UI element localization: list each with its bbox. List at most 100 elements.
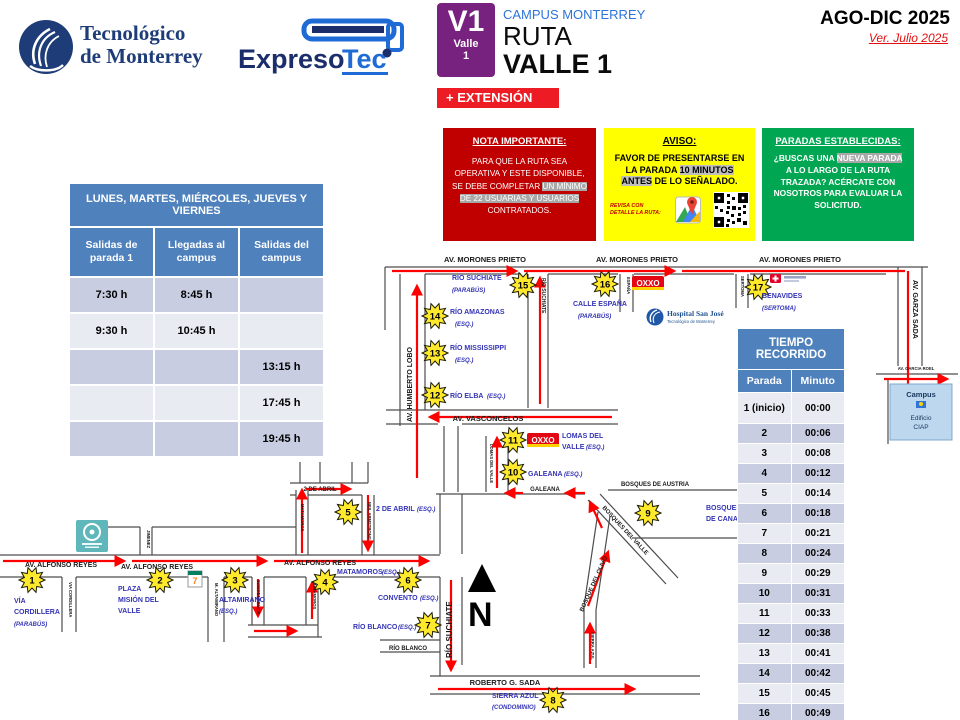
- svg-text:OXXO: OXXO: [531, 436, 554, 445]
- svg-text:(ESQ.): (ESQ.): [564, 472, 582, 478]
- stop-marker-5: 5: [345, 508, 351, 519]
- street-garcia-roel: AV. GARCIA ROEL: [898, 366, 935, 371]
- street-jimenez: JIMENEZ: [146, 530, 151, 549]
- term-label: AGO-DIC 2025: [820, 8, 950, 29]
- street-2-de-abril: 2 DE ABRIL: [303, 487, 336, 493]
- page-title-route-name: VALLE 1: [503, 49, 613, 79]
- svg-text:VALLE: VALLE: [118, 608, 141, 615]
- svg-text:(ESQ.): (ESQ.): [417, 507, 435, 513]
- svg-text:(PARABÚS): (PARABÚS): [578, 313, 611, 320]
- street-morones-prieto-1: AV. MORONES PRIETO: [444, 255, 526, 264]
- svg-text:RÍO ELBA: RÍO ELBA: [450, 391, 483, 400]
- tec-logo-line1: Tecnológico: [80, 21, 186, 45]
- street-independencia: INDEPENDENCIA: [256, 580, 261, 615]
- hospital-san-jose-logo: Hospital San José Tecnológico de Monterr…: [646, 308, 724, 326]
- qr-code-icon: [713, 192, 749, 229]
- svg-text:PLAZA: PLAZA: [118, 586, 141, 593]
- svg-text:(PARABÚS): (PARABÚS): [14, 621, 47, 628]
- schedule-table: LUNES, MARTES, MIÉRCOLES, JUEVES Y VIERN…: [68, 182, 325, 458]
- benavides-logo: [770, 274, 806, 283]
- tec-shield-icon: [19, 20, 73, 74]
- aviso-footnote: REVISA CON DETALLE LA RUTA:: [610, 203, 661, 217]
- street-rio-blanco: RÍO BLANCO: [389, 644, 427, 652]
- travel-time-table: TIEMPO RECORRIDO Parada Minuto 1 (inicio…: [737, 328, 845, 720]
- svg-text:MATAMOROS: MATAMOROS: [337, 569, 383, 576]
- stop-marker-12: 12: [430, 391, 441, 402]
- map-logos: OXXO OXXO Hospital San José Tecnológico …: [76, 274, 953, 634]
- bus-icon: [301, 18, 404, 58]
- campus-ciap-box: Campus Edificio CIAP: [889, 383, 953, 441]
- route-badge-number: 1: [462, 50, 470, 62]
- svg-text:7: 7: [192, 576, 197, 586]
- stop-marker-1: 1: [29, 576, 35, 587]
- svg-text:RÍO BLANCO: RÍO BLANCO: [353, 622, 398, 631]
- stop-marker-9: 9: [645, 509, 650, 520]
- schedule-col-1: Salidas de parada 1: [68, 226, 155, 278]
- svg-text:CIAP: CIAP: [913, 424, 928, 431]
- stop-marker-14: 14: [430, 312, 441, 323]
- svg-text:SIERRA AZUL: SIERRA AZUL: [492, 693, 539, 700]
- google-maps-icon: [674, 196, 701, 224]
- important-note-body: PARA QUE LA RUTA SEA OPERATIVA Y ESTE DI…: [452, 157, 587, 216]
- route-map: AV. MORONES PRIETO AV. MORONES PRIETO AV…: [0, 255, 958, 713]
- street-roberto-g-sada: ROBERTO G. SADA: [470, 678, 541, 687]
- svg-text:(PARABÚS): (PARABÚS): [452, 287, 485, 294]
- campus-label: CAMPUS MONTERREY: [503, 7, 646, 22]
- hospital-name: Hospital San José: [667, 309, 724, 318]
- street-rio-suchiate-south: RÍO SUCHIATE: [445, 601, 454, 658]
- stop-marker-3: 3: [232, 576, 237, 587]
- schedule-title: LUNES, MARTES, MIÉRCOLES, JUEVES Y VIERN…: [68, 182, 325, 228]
- svg-text:RÍO AMAZONAS: RÍO AMAZONAS: [450, 307, 505, 316]
- svg-text:(ESQ.): (ESQ.): [455, 322, 473, 328]
- stop-marker-2: 2: [157, 576, 162, 587]
- svg-text:OXXO: OXXO: [636, 279, 659, 288]
- version-link[interactable]: Ver. Julio 2025: [868, 31, 948, 45]
- paradas-highlight: NUEVA PARADA: [836, 153, 903, 163]
- tiempo-col-parada: Parada: [737, 369, 792, 393]
- aviso-title: AVISO:: [662, 136, 697, 147]
- street-alfonso-reyes-1: AV. ALFONSO REYES: [25, 562, 97, 569]
- north-arrow-icon: N: [468, 564, 496, 634]
- stop-labels: VÍA CORDILLERA (PARABÚS) PLAZA MISIÓN DE…: [14, 273, 803, 711]
- svg-text:CORDILLERA: CORDILLERA: [14, 609, 60, 616]
- svg-text:(ESQ.): (ESQ.): [420, 596, 438, 602]
- svg-text:DE CANADÁ: DE CANADÁ: [706, 514, 748, 523]
- route-path: [3, 264, 950, 696]
- hospital-subtitle: Tecnológico de Monterrey: [667, 319, 716, 324]
- svg-text:2 DE ABRIL: 2 DE ABRIL: [376, 506, 415, 513]
- svg-text:ALTAMIRANO: ALTAMIRANO: [219, 597, 266, 604]
- svg-text:LOMAS DEL: LOMAS DEL: [562, 433, 604, 440]
- svg-text:BOSQUES: BOSQUES: [706, 505, 741, 512]
- svg-text:RÍO SUCHIATE: RÍO SUCHIATE: [452, 273, 502, 282]
- street-m-altamirano: M. ALTAMIRANO: [214, 583, 219, 617]
- street-galeana: GALEANA: [530, 487, 560, 493]
- schedule-col-2: Llegadas al campus: [153, 226, 240, 278]
- street-sierra-azul: SIERRA AZUL: [590, 632, 595, 660]
- svg-text:(ESQ.): (ESQ.): [586, 445, 604, 451]
- tec-logo-line2: de Monterrey: [80, 44, 203, 68]
- route-badge-v1: V1 Valle 1: [437, 3, 495, 77]
- stop-marker-4: 4: [322, 578, 328, 589]
- street-espana: ESPAÑA: [626, 277, 631, 294]
- seven-eleven-logo: 7: [187, 570, 203, 588]
- schedule-row: 19:45 h: [68, 420, 325, 458]
- route-badge-name: Valle: [453, 38, 479, 50]
- stop-marker-17: 17: [753, 283, 764, 294]
- paradas-body: ¿BUSCAS UNA NUEVA PARADA A LO LARGO DE L…: [773, 153, 903, 211]
- svg-text:GALEANA: GALEANA: [528, 471, 563, 478]
- svg-text:Edificio: Edificio: [911, 415, 932, 422]
- svg-text:(SERTOMA): (SERTOMA): [762, 306, 796, 312]
- svg-text:Campus: Campus: [906, 390, 936, 399]
- street-sertoma: SERTOMA: [740, 276, 745, 297]
- svg-text:(ESQ.): (ESQ.): [487, 394, 505, 400]
